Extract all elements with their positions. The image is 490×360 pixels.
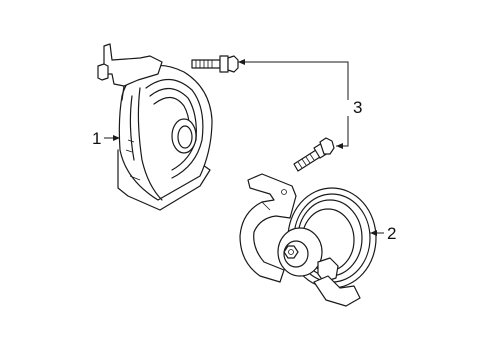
callout-2: 2 [387, 224, 396, 243]
leader-part3-lower [336, 116, 349, 149]
callout-1: 1 [92, 129, 101, 148]
horn-upper [97, 43, 213, 211]
leader-part3-upper [238, 59, 349, 100]
bolt-upper [191, 55, 239, 73]
callout-3: 3 [353, 98, 362, 117]
leader-lines [104, 59, 384, 236]
bolt-lower [293, 137, 335, 172]
horn-lower [239, 173, 377, 307]
